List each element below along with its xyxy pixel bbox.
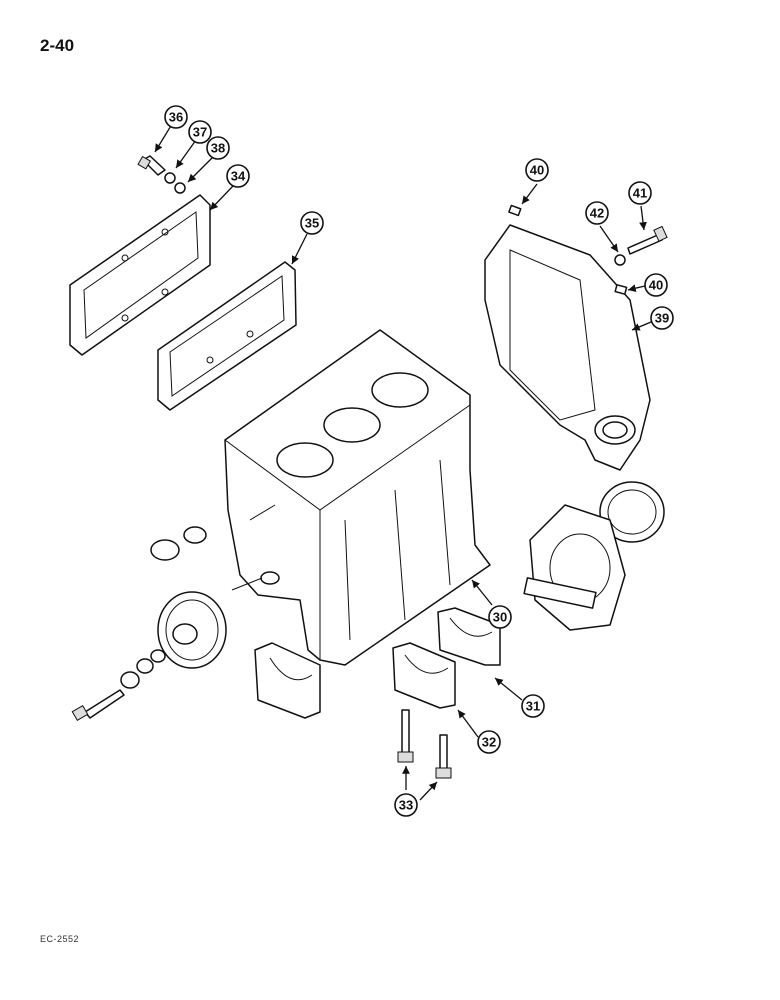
callout-33-label: 33	[399, 798, 413, 813]
spacer-ring	[136, 658, 154, 674]
callout-40-top: 40	[525, 158, 549, 182]
seal-retainer-housing	[523, 504, 626, 631]
callout-36-label: 36	[169, 110, 183, 125]
callout-31-label: 31	[526, 699, 540, 714]
callout-39-label: 39	[655, 311, 669, 326]
camshaft-bushings	[150, 526, 207, 561]
rear-housing-39	[484, 224, 651, 471]
camshaft-gear	[157, 591, 227, 669]
callout-40-right: 40	[644, 273, 668, 297]
top-cover-gasket-34	[69, 194, 211, 356]
callout-36: 36	[164, 105, 188, 129]
callout-32-label: 32	[482, 735, 496, 750]
callout-41-label: 41	[633, 186, 647, 201]
callout-40-top-label: 40	[530, 163, 544, 178]
callout-35-label: 35	[305, 216, 319, 231]
dowel-pin-40-right	[614, 284, 628, 295]
page-number: 2-40	[40, 36, 75, 55]
callout-42-label: 42	[590, 206, 604, 221]
dowel-pin-40-top	[508, 204, 522, 217]
catalog-code: EC-2552	[40, 934, 80, 944]
callout-32: 32	[477, 730, 501, 754]
nut-38	[174, 182, 186, 194]
bearing-cap-bolts-33	[397, 709, 452, 779]
rear-bearing-cap	[254, 642, 321, 719]
callout-42: 42	[585, 201, 609, 225]
callout-30-label: 30	[493, 610, 507, 625]
callout-37: 37	[188, 120, 212, 144]
callout-33: 33	[394, 793, 418, 817]
callout-40-right-label: 40	[649, 278, 663, 293]
main-bearing-cap-31	[437, 607, 501, 666]
callout-38: 38	[206, 136, 230, 160]
callout-34-label: 34	[231, 169, 246, 184]
engine-block-30	[224, 329, 491, 666]
callout-30: 30	[488, 605, 512, 629]
bolt-41	[627, 225, 668, 255]
washer-37	[164, 172, 176, 184]
callout-39: 39	[650, 306, 674, 330]
cover-gasket-35	[157, 261, 297, 411]
main-bearing-cap-32	[392, 642, 456, 709]
gear-retaining-bolt	[71, 689, 125, 722]
nut-42	[614, 254, 626, 266]
retaining-washer	[150, 649, 166, 663]
crankshaft-seal-ring	[599, 481, 665, 543]
leader-lines	[154, 123, 652, 801]
callout-37-label: 37	[193, 125, 207, 140]
callout-35: 35	[300, 211, 324, 235]
callout-38-label: 38	[211, 141, 225, 156]
callout-41: 41	[628, 181, 652, 205]
callout-34: 34	[226, 164, 250, 188]
bolt-36	[137, 155, 166, 176]
thrust-washer	[120, 671, 140, 689]
callout-31: 31	[521, 694, 545, 718]
